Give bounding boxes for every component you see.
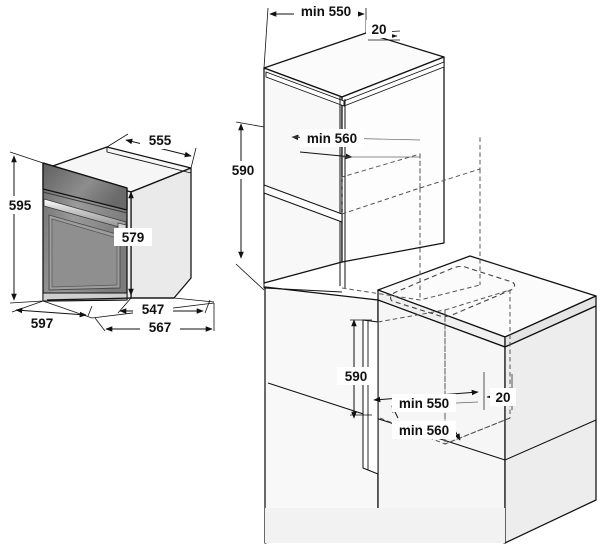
ext-567-a <box>94 317 106 332</box>
label-upper-min560: min 560 <box>307 131 357 146</box>
ext-min550-left <box>263 7 269 69</box>
dim-min560u-line-b <box>299 151 353 160</box>
oven-dimension-lines <box>9 133 215 332</box>
label-595: 595 <box>9 198 32 213</box>
lower-niche-opening <box>362 319 379 475</box>
label-597: 597 <box>31 316 54 331</box>
column-left-panel <box>263 283 343 293</box>
label-lower-min560: min 560 <box>399 423 449 438</box>
label-top-min550: min 550 <box>301 4 351 19</box>
ext-595-top <box>9 151 44 164</box>
oven-rear-top-edge <box>106 147 192 174</box>
ext-547-b <box>204 299 211 314</box>
hob-cutout-dashed <box>390 265 516 318</box>
label-lower-590: 590 <box>345 369 368 384</box>
label-upper-590: 590 <box>232 163 255 178</box>
oven-control-panel <box>42 162 128 211</box>
upper-cabinet-group <box>263 32 481 475</box>
ext-590u-bottom <box>235 263 265 291</box>
label-lower-min550: min 550 <box>399 396 449 411</box>
label-567: 567 <box>149 320 172 335</box>
label-579: 579 <box>122 230 145 245</box>
dim-597-line <box>15 307 87 318</box>
plinth-line-right <box>504 419 597 461</box>
label-555: 555 <box>149 133 172 148</box>
oven-dimension-labels: 595 555 579 597 547 567 <box>1 131 180 336</box>
base-cabinet-plinth-front <box>265 508 505 543</box>
ext-555-left <box>106 133 129 148</box>
ground-guide-bottom <box>42 300 215 319</box>
ext-555-right <box>190 147 197 169</box>
ext-595-bottom <box>9 300 44 304</box>
ground-guide-right <box>173 297 215 303</box>
upper-niche-shelf-front <box>263 184 343 223</box>
label-top-20: 20 <box>371 22 386 37</box>
upper-cabinet-top-thickness-right <box>343 61 445 107</box>
oven-product-view <box>42 146 192 302</box>
upper-niche-floor-dashed <box>341 284 481 301</box>
plinth-line-front <box>267 382 506 461</box>
lower-niche-top-dashed <box>377 309 446 323</box>
label-547: 547 <box>142 302 165 317</box>
base-cabinet-right-side <box>504 305 597 544</box>
oven-door-glass-inset-2 <box>51 218 118 288</box>
ext-590u-top <box>235 121 265 128</box>
label-lower-20: 20 <box>495 390 510 405</box>
cabinet-dimension-labels: min 550 20 590 min 560 590 min 550 20 mi… <box>224 2 516 439</box>
oven-panel-separator <box>42 191 128 214</box>
ext-597-b <box>87 305 93 317</box>
